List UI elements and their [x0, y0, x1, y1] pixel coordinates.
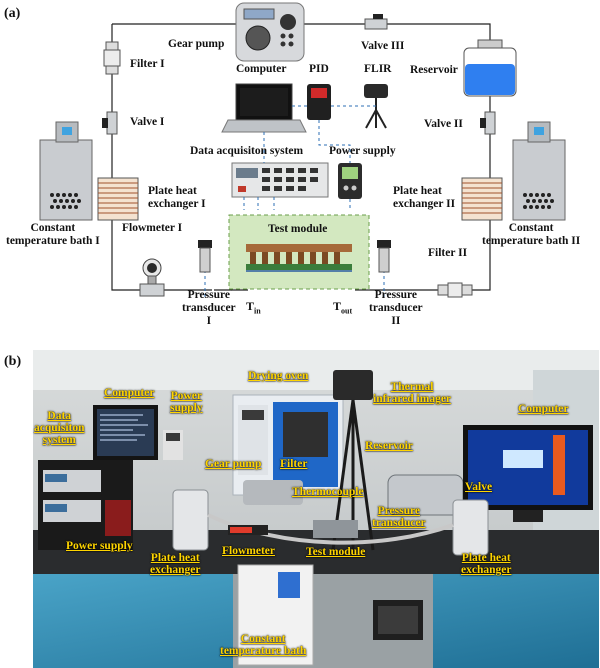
label-pid: PID	[309, 63, 329, 75]
reservoir-icon	[463, 39, 517, 97]
pressure-transducer-i-icon	[198, 240, 212, 273]
label-t-in: Tin	[246, 299, 261, 316]
photo-label-test-module: Test module	[306, 546, 366, 558]
power-supply-icon	[338, 163, 362, 199]
label-valve-ii: Valve II	[424, 118, 463, 130]
test-module-icon	[228, 214, 370, 290]
label-t-out: Tout	[333, 299, 353, 316]
computer-icon	[221, 83, 307, 133]
label-flir: FLIR	[364, 63, 392, 75]
plate-heat-exchanger-i-icon	[97, 177, 139, 221]
label-data-acquisition-system: Data acquisiton system	[190, 145, 304, 157]
filter-i-icon	[103, 41, 121, 75]
photo-label-thermocouple: Thermocouple	[292, 486, 364, 498]
valve-ii-icon	[480, 111, 496, 135]
schematic-diagram	[39, 2, 566, 300]
valve-i-icon	[102, 111, 118, 135]
plate-heat-exchanger-ii-icon	[461, 177, 503, 221]
photo-label-reservoir: Reservoir	[365, 440, 413, 452]
label-filter-ii: Filter II	[428, 247, 468, 259]
photo-label-power-supply-bottom: Power supply	[66, 540, 133, 552]
label-gear-pump: Gear pump	[168, 38, 225, 50]
label-filter-i: Filter I	[130, 58, 165, 70]
pid-controller-icon	[307, 84, 331, 120]
flir-camera-icon	[364, 84, 388, 129]
experimental-setup-photo	[33, 350, 599, 668]
gear-pump-icon	[235, 2, 305, 62]
photo-label-flowmeter: Flowmeter	[222, 545, 275, 557]
constant-temperature-bath-i-icon	[39, 121, 93, 221]
label-valve-i: Valve I	[130, 116, 165, 128]
photo-label-valve: Valve	[465, 481, 493, 493]
photo-label-gear-pump: Gear pump	[205, 458, 262, 470]
label-reservoir: Reservoir	[410, 64, 458, 76]
photo-label-computer-left: Computer	[104, 387, 155, 399]
panel-a-letter: (a)	[4, 6, 21, 21]
label-test-module: Test module	[268, 223, 328, 235]
photo-label-drying-oven: Drying oven	[248, 370, 309, 382]
flowmeter-i-icon	[139, 258, 165, 297]
label-flowmeter-i: Flowmeter I	[122, 222, 183, 234]
constant-temperature-bath-ii-icon	[512, 121, 566, 221]
label-computer: Computer	[236, 63, 287, 75]
photo-label-computer-right: Computer	[518, 403, 569, 415]
signal-lines	[204, 105, 385, 300]
pressure-transducer-ii-icon	[377, 240, 391, 273]
label-valve-iii: Valve III	[361, 40, 405, 52]
filter-ii-icon	[437, 282, 473, 298]
valve-iii-icon	[364, 14, 388, 30]
label-power-supply: Power supply	[329, 145, 396, 157]
data-acquisition-system-icon	[231, 162, 329, 198]
panel-b-letter: (b)	[4, 354, 22, 369]
photo-label-filter: Filter	[280, 458, 308, 470]
